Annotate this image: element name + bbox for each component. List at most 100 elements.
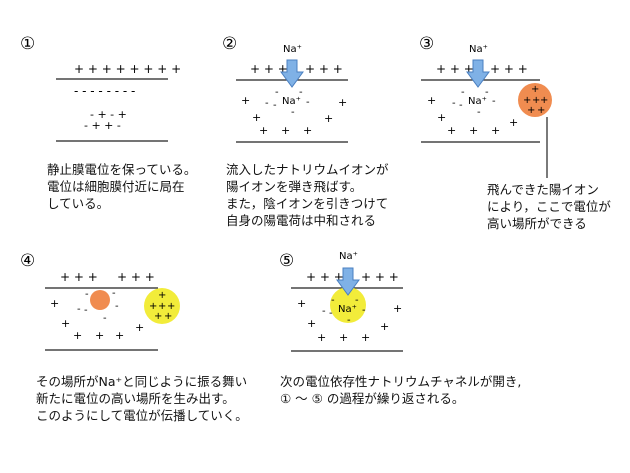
cluster-charge: + bbox=[158, 301, 166, 312]
panel-2-cation: + bbox=[252, 111, 261, 124]
panel-4-top-right-charges: + + + bbox=[117, 270, 155, 284]
panel-5-number: ⑤ bbox=[279, 251, 294, 271]
panel-3-cation: + bbox=[469, 124, 478, 137]
panel-3-anion: - bbox=[485, 87, 489, 98]
panel-4-cation: + bbox=[95, 329, 104, 342]
panel-3-cation: + bbox=[437, 111, 446, 124]
caption-line: 次の電位依存性ナトリウムチャネルが開き, bbox=[280, 374, 522, 389]
panel-5-anion: - bbox=[347, 315, 351, 326]
panel-5-anion: - bbox=[362, 305, 366, 316]
panel-5-cation: + bbox=[339, 331, 348, 344]
cluster-charge: + bbox=[531, 84, 539, 95]
panel-4: ④ + + + + + + - - - - - - + + + + + + + … bbox=[20, 251, 180, 351]
positive-cluster-yellow bbox=[330, 287, 366, 323]
panel-2-anion: - bbox=[306, 97, 310, 108]
panel-1-top-charges: + + + + + + + + bbox=[74, 62, 181, 76]
caption-line: このようにして電位が伝播していく。 bbox=[36, 408, 248, 423]
down-arrow-icon bbox=[466, 59, 490, 88]
panel-4-anion: - bbox=[115, 301, 119, 312]
down-arrow-icon bbox=[280, 59, 304, 88]
caption-line: 高い場所ができる bbox=[487, 216, 587, 231]
panel-5-cation: + bbox=[307, 317, 316, 330]
panel-3-top-right-charges: + + + bbox=[490, 62, 528, 76]
panel-3-number: ③ bbox=[419, 34, 434, 54]
cluster-charge: + bbox=[527, 105, 535, 116]
cluster-charge: + bbox=[540, 95, 548, 106]
cluster-charge: + bbox=[149, 301, 157, 312]
panel-2-top-right-charges: + + + bbox=[305, 62, 343, 76]
panel-3-top-left-charges: + + + bbox=[436, 62, 474, 76]
old-site-orange bbox=[90, 290, 110, 310]
panel-2-cation: + bbox=[259, 124, 268, 137]
cluster-charge: + bbox=[167, 301, 175, 312]
cluster-charge: + bbox=[158, 290, 166, 301]
panel-3-anion: - bbox=[461, 87, 465, 98]
caption-line: また，陰イオンを引きつけて bbox=[226, 196, 389, 211]
panel-2-caption: 流入したナトリウムイオンが 陽イオンを弾き飛ばす。 また，陰イオンを引きつけて … bbox=[226, 161, 389, 229]
cluster-charge: + bbox=[154, 311, 162, 322]
panel-5-cation: + bbox=[380, 320, 389, 333]
panel-2-anion: - bbox=[273, 100, 277, 111]
panel-3-caption: 飛んできた陽イオン により，ここで電位が 高い場所ができる bbox=[487, 181, 611, 232]
panel-1-inner-charges-2: - + + - bbox=[84, 119, 121, 132]
panel-4-anion: - bbox=[112, 288, 116, 299]
panel-4-cation: + bbox=[135, 321, 144, 334]
cluster-charge: + bbox=[523, 95, 531, 106]
panel-1-number: ① bbox=[20, 34, 35, 54]
panel-3-cation: + bbox=[427, 94, 436, 107]
panel-3-cation: + bbox=[491, 124, 500, 137]
panel-3-cation: + bbox=[447, 124, 456, 137]
panel-2-inner-na: Na⁺ bbox=[282, 96, 301, 107]
caption-line: している。 bbox=[47, 196, 110, 211]
panel-2-anion: - bbox=[299, 87, 303, 98]
panel-4-anion: - bbox=[77, 304, 81, 315]
panel-4-cation: + bbox=[50, 297, 59, 310]
positive-cluster-orange bbox=[518, 83, 552, 117]
panel-1-caption: 静止膜電位を保っている。 電位は細胞膜付近に局在 している。 bbox=[47, 161, 196, 212]
caption-line: により，ここで電位が bbox=[487, 199, 611, 214]
charge-cluster-icon: + + + + + + bbox=[144, 288, 180, 324]
panel-5-caption: 次の電位依存性ナトリウムチャネルが開き, ① ～ ⑤ の過程が繰り返される。 bbox=[280, 373, 521, 407]
caption-line: ① ～ ⑤ の過程が繰り返される。 bbox=[280, 391, 465, 406]
panel-5-anion: - bbox=[329, 308, 333, 319]
panel-3-inner-na: Na⁺ bbox=[468, 96, 487, 107]
panel-4-cation: + bbox=[73, 329, 82, 342]
caption-line: その場所がNa⁺と同じように振る舞い bbox=[36, 374, 248, 389]
panel-4-anion: - bbox=[85, 289, 89, 300]
down-arrow-icon bbox=[336, 267, 360, 296]
panel-5-anion: - bbox=[331, 295, 335, 306]
panel-4-caption: その場所がNa⁺と同じように振る舞い 新たに電位の高い場所を生み出す。 このよう… bbox=[36, 373, 248, 424]
panel-2-cation: + bbox=[324, 112, 333, 125]
panel-2-cation: + bbox=[303, 124, 312, 137]
panel-4-cation: + bbox=[115, 329, 124, 342]
panel-5-cation: + bbox=[393, 302, 402, 315]
positive-cluster-yellow bbox=[144, 288, 180, 324]
panel-5-anion: - bbox=[322, 306, 326, 317]
panel-5-ion-label: Na⁺ bbox=[339, 251, 358, 262]
panel-2-cation: + bbox=[241, 94, 250, 107]
panel-4-top-left-charges: + + + bbox=[60, 270, 98, 284]
panel-3-ion-label: Na⁺ bbox=[469, 44, 488, 55]
cluster-charge: + bbox=[164, 311, 172, 322]
panel-2-anion: - bbox=[275, 87, 279, 98]
panel-2-top-left-charges: + + + bbox=[250, 62, 288, 76]
panel-5-cation: + bbox=[361, 331, 370, 344]
panel-5-top-right-charges: + + + bbox=[361, 270, 399, 284]
caption-line: 電位は細胞膜付近に局在 bbox=[47, 179, 185, 194]
cluster-charge: + bbox=[537, 105, 545, 116]
panel-2-ion-label: Na⁺ bbox=[283, 44, 302, 55]
caption-line: 自身の陽電荷は中和される bbox=[226, 213, 377, 228]
panel-2-anion: - bbox=[265, 98, 269, 109]
caption-line: 静止膜電位を保っている。 bbox=[47, 162, 197, 177]
charge-cluster-icon: + + + + + + bbox=[518, 83, 552, 117]
panel-4-anion: - bbox=[103, 313, 107, 324]
panel-3-anion: - bbox=[452, 98, 456, 109]
panel-3-cation: + bbox=[509, 116, 518, 129]
panel-2: ② Na⁺ + + + + + + Na⁺ - - - - - - + + + … bbox=[222, 34, 348, 143]
panel-3-anion: - bbox=[459, 100, 463, 111]
panel-2-cation: + bbox=[338, 96, 347, 109]
panel-3-anion: - bbox=[477, 107, 481, 118]
panel-4-cation: + bbox=[61, 317, 70, 330]
panel-1-bottom-charges: - - - - - - - - bbox=[74, 84, 135, 98]
